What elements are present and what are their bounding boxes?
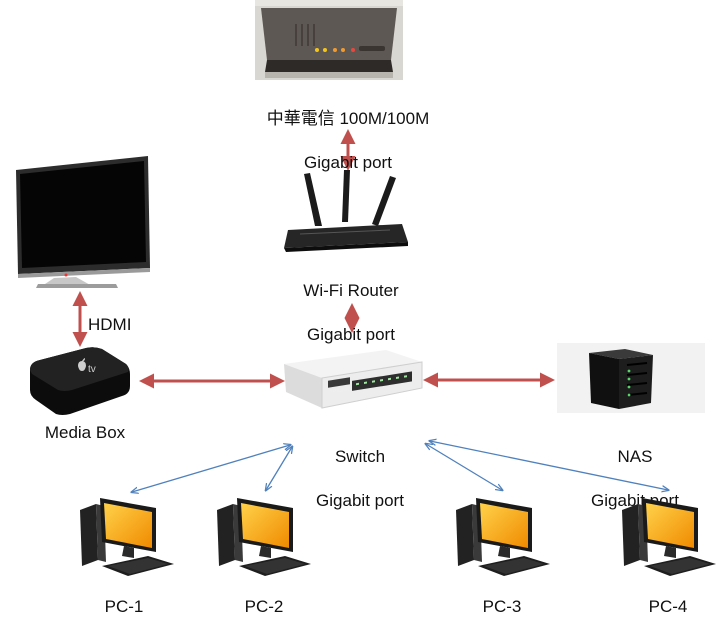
pc-2-icon bbox=[215, 494, 315, 585]
link-switch-pc2 bbox=[266, 447, 292, 490]
link-switch-pc4 bbox=[430, 441, 668, 490]
pc-4-icon bbox=[620, 494, 720, 585]
modem-icon bbox=[255, 0, 403, 80]
link-switch-pc1 bbox=[132, 445, 290, 492]
switch-label: Switch Gigabit port bbox=[270, 424, 450, 512]
router-icon bbox=[284, 170, 408, 252]
modem-port: Gigabit port bbox=[304, 153, 392, 172]
modem-name: 中華電信 100M/100M bbox=[266, 109, 430, 128]
hdmi-label: HDMI bbox=[88, 315, 132, 334]
apple-tv-logo: tv bbox=[88, 364, 96, 375]
pc-4-label: PC-4 bbox=[648, 597, 688, 616]
router-port: Gigabit port bbox=[307, 325, 395, 344]
nas-name: NAS bbox=[617, 447, 653, 466]
router-label: Wi-Fi Router Gigabit port bbox=[246, 258, 456, 346]
pc-3-label: PC-3 bbox=[482, 597, 522, 616]
pc-1-label: PC-1 bbox=[104, 597, 144, 616]
pc-3-icon bbox=[454, 494, 554, 585]
media-box-label: Media Box bbox=[44, 423, 126, 442]
router-name: Wi-Fi Router bbox=[303, 281, 399, 300]
switch-brand: TP-LINK bbox=[330, 386, 350, 395]
tv-icon bbox=[16, 156, 150, 288]
switch-icon: TP-LINK bbox=[284, 350, 423, 409]
media-box-icon: tv bbox=[30, 347, 130, 415]
modem-label: 中華電信 100M/100M Gigabit port bbox=[200, 86, 496, 174]
nas-icon bbox=[557, 343, 705, 413]
pc-1-icon bbox=[78, 494, 178, 585]
switch-port: Gigabit port bbox=[316, 491, 404, 510]
pc-2-label: PC-2 bbox=[244, 597, 284, 616]
switch-name: Switch bbox=[334, 447, 386, 466]
